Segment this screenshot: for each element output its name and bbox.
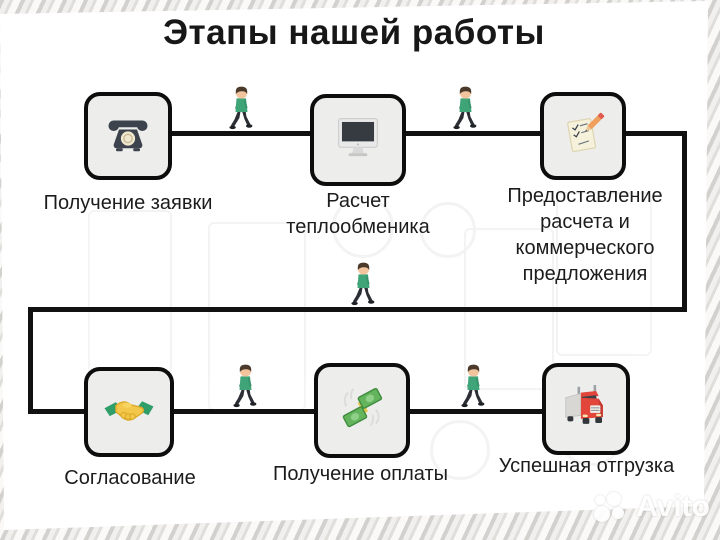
stage-box-6 xyxy=(542,363,630,455)
connector-line xyxy=(168,131,314,136)
telephone-icon xyxy=(104,110,152,163)
connector-line xyxy=(28,307,687,312)
stage-box-5 xyxy=(314,363,410,458)
stage-label-2: Расчет теплообменика xyxy=(286,190,430,238)
page-title: Этапы нашей работы xyxy=(163,13,545,52)
avito-watermark: Avito xyxy=(594,490,710,524)
walking-person-icon xyxy=(458,363,488,414)
stage-box-1 xyxy=(84,92,172,180)
stage-label-3: Предоставление расчета и коммерческого п… xyxy=(507,185,663,285)
avito-logo-icon xyxy=(594,492,629,522)
avito-watermark-text: Avito xyxy=(636,490,710,523)
walking-person-icon xyxy=(230,363,260,414)
connector-line xyxy=(682,131,687,312)
connector-line xyxy=(406,409,546,414)
connector-line xyxy=(622,131,687,136)
stage-box-3 xyxy=(540,92,626,180)
walking-person-icon xyxy=(348,261,378,312)
handshake-icon xyxy=(101,382,157,443)
walking-person-icon xyxy=(226,85,256,136)
connector-line xyxy=(28,409,88,414)
stage-label-5: Получение оплаты xyxy=(272,463,448,485)
connector-line xyxy=(28,307,33,414)
connector-line xyxy=(402,131,544,136)
stage-label-4: Согласование xyxy=(64,467,196,489)
walking-person-icon xyxy=(450,85,480,136)
connector-line xyxy=(170,409,318,414)
money-icon xyxy=(334,380,390,441)
stage-label-6: Успешная отгрузка xyxy=(498,455,675,477)
stage-box-2 xyxy=(310,94,406,186)
truck-icon xyxy=(559,380,613,439)
notepad-pencil-icon xyxy=(558,109,608,164)
stage-label-1: Получение заявки xyxy=(43,192,213,214)
stage-box-4 xyxy=(84,367,174,457)
computer-monitor-icon xyxy=(331,111,385,170)
